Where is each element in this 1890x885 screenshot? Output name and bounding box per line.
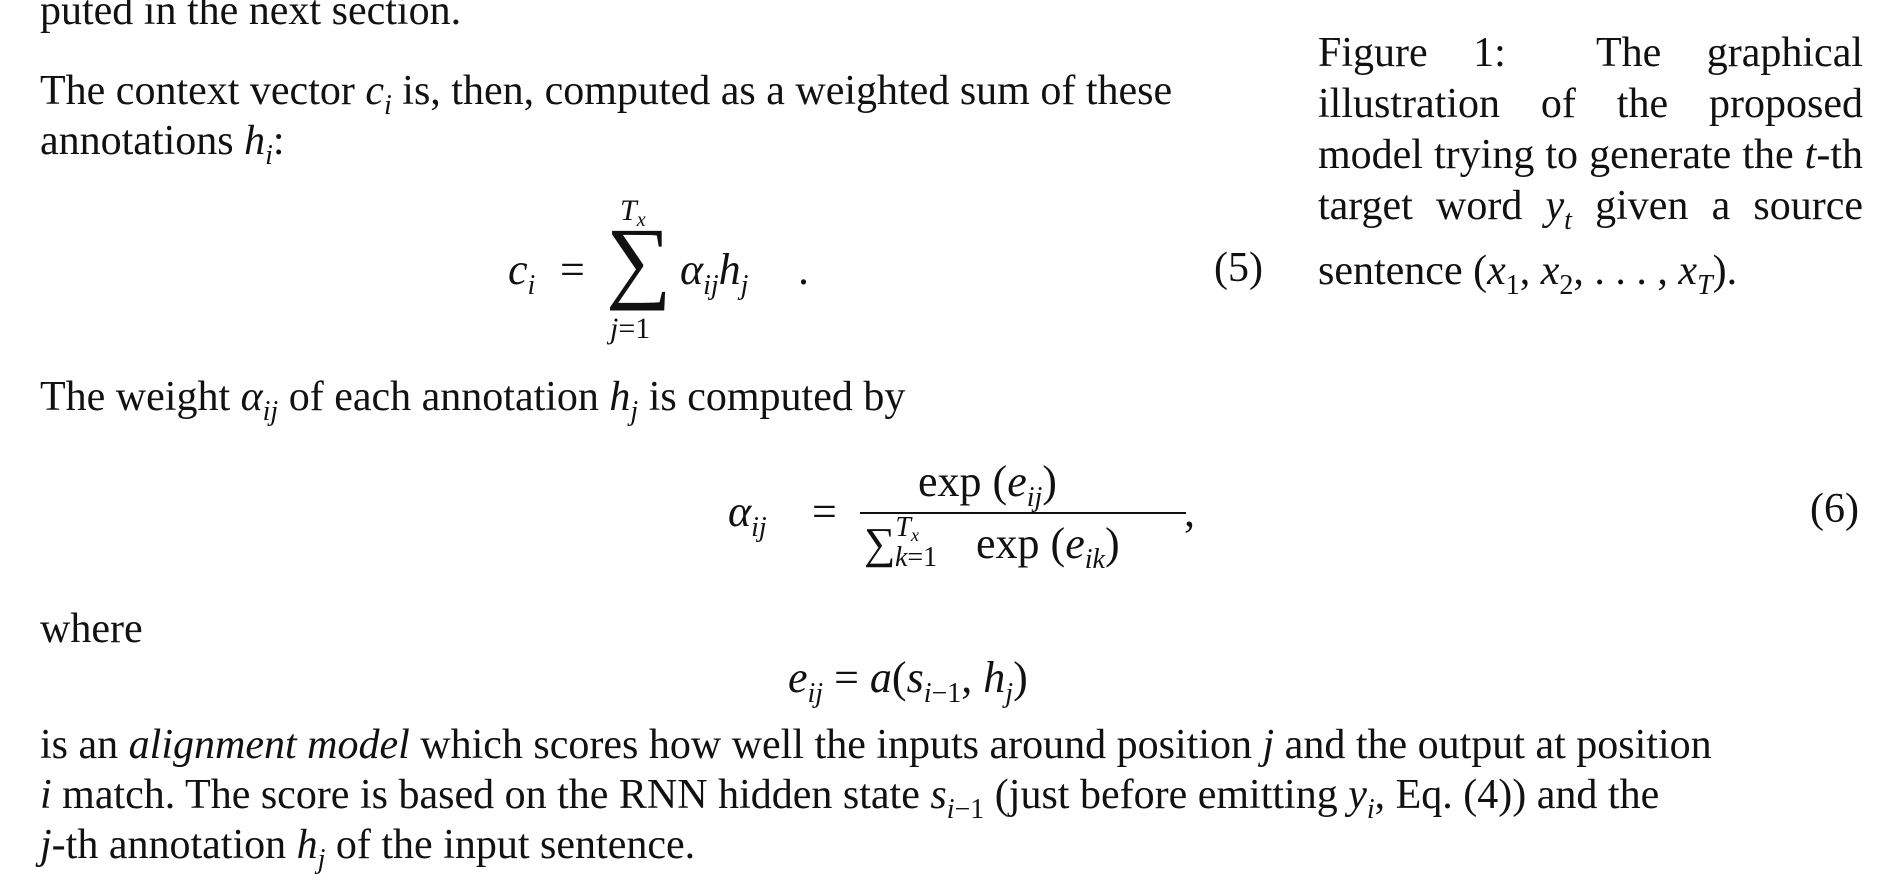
text-fragment-top: puted in the next section. xyxy=(40,0,462,34)
equation-alignment: eij = a(si−1, hj) xyxy=(788,653,1028,709)
caption-label: Figure 1: xyxy=(1318,30,1506,76)
paragraph-context-vector-line1: The context vector ci is, then, computed… xyxy=(40,68,1173,121)
paragraph-alignment-line1: is an alignment model which scores how w… xyxy=(40,722,1712,768)
equation-5-number: (5) xyxy=(1214,245,1263,291)
where-text: where xyxy=(40,606,143,652)
equation-6-number: (6) xyxy=(1810,486,1859,532)
equation-5: ci = Tx ∑ j=1 αijhj. xyxy=(508,194,809,345)
paragraph-context-vector-line2: annotations hi: xyxy=(40,118,285,171)
figure-caption: Figure 1: The graphical illustration of … xyxy=(1318,30,1863,301)
math-c-i: ci xyxy=(365,68,392,121)
paragraph-alignment-line2: i match. The score is based on the RNN h… xyxy=(40,772,1660,825)
paragraph-alignment-line3: j-th annotation hj of the input sentence… xyxy=(40,822,696,875)
paragraph-weight: The weight αij of each annotation hj is … xyxy=(40,374,906,427)
math-h-i: hi xyxy=(244,118,273,171)
equation-6: αij = exp (eij) ∑Txk=1 exp (eik) , xyxy=(728,457,1195,575)
